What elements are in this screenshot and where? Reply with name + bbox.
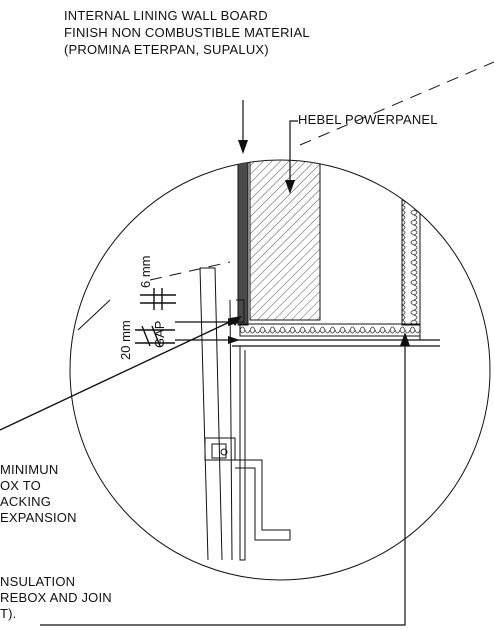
gap-arrow-lower [228, 336, 240, 344]
dim-gap: GAP [152, 321, 167, 348]
hebel-panel-section [249, 160, 321, 321]
gap-note-line1: MINIMUN [0, 462, 59, 477]
insulation-note-line1: NSULATION [0, 574, 76, 589]
gap-note-line3: ACKING [0, 494, 52, 509]
bracket-detail [204, 437, 236, 461]
hebel-arrow [285, 180, 295, 194]
lining-note: INTERNAL LINING WALL BOARD FINISH NON CO… [64, 8, 310, 59]
lining-arrow [238, 140, 248, 154]
gap-note: MINIMUN OX TO ACKING EXPANSION [0, 462, 77, 526]
dashed-leader-top [299, 61, 494, 146]
flue-outline [200, 267, 223, 561]
dimension-marks [135, 288, 176, 347]
dim-6mm: 6 mm [138, 256, 153, 289]
dim-20mm: 20 mm [118, 320, 133, 360]
leader-firebox [0, 317, 239, 431]
insulation-arrow [400, 332, 410, 346]
flashing-step [235, 459, 291, 541]
dashed-leader-left-tail [77, 299, 111, 331]
gap-note-line4: EXPANSION [0, 510, 77, 525]
lining-board-section [237, 160, 249, 326]
hebel-label: HEBEL POWERPANEL [298, 112, 438, 127]
lining-note-line3: (PROMINA ETERPAN, SUPALUX) [64, 42, 269, 57]
firebox-sheet [239, 346, 246, 561]
lining-note-line1: INTERNAL LINING WALL BOARD [64, 8, 268, 23]
insulation-note-line3: T). [0, 606, 17, 621]
gap-note-line2: OX TO [0, 478, 41, 493]
dashed-leader-left [149, 261, 231, 281]
insulation-note: NSULATION REBOX AND JOIN T). [0, 574, 112, 622]
insulation-note-line2: REBOX AND JOIN [0, 590, 112, 605]
insulation-horizontal [239, 323, 421, 337]
leader-insulation [40, 338, 406, 626]
insulation-vertical [401, 184, 421, 326]
lining-note-line2: FINISH NON COMBUSTIBLE MATERIAL [64, 25, 310, 40]
